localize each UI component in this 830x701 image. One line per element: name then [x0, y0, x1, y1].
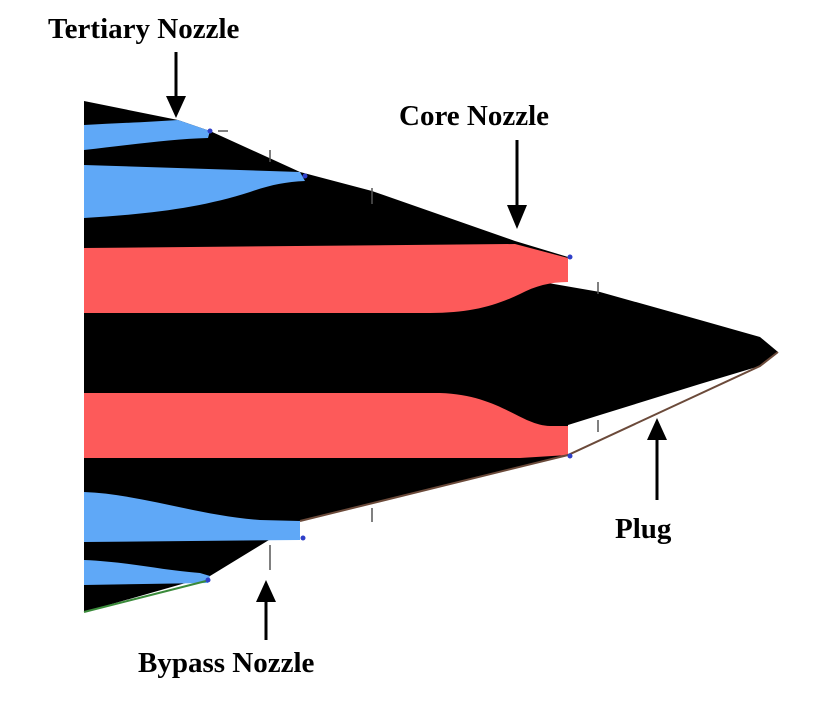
bypass-flow-upper	[84, 165, 305, 218]
nozzle-exit-markers	[205, 128, 573, 583]
tertiary-nozzle-label: Tertiary Nozzle	[48, 13, 240, 45]
plug-edge-line	[299, 351, 779, 522]
bypass-nozzle-label: Bypass Nozzle	[138, 647, 315, 679]
tertiary-flow-lower	[84, 560, 210, 585]
bypass-arrow	[256, 580, 276, 640]
plug-arrow	[647, 418, 667, 500]
core-flow-upper	[84, 244, 568, 313]
tertiary-arrow	[166, 52, 186, 118]
bottom-edge-line	[83, 579, 211, 613]
nozzle-body	[84, 101, 778, 612]
tick-marks	[218, 130, 599, 570]
core-flow-lower	[84, 393, 568, 458]
plug-label: Plug	[615, 513, 672, 545]
core-arrow	[507, 140, 527, 229]
callout-arrows	[166, 52, 667, 640]
core-nozzle-label: Core Nozzle	[399, 100, 549, 132]
tertiary-flow-upper	[84, 120, 210, 150]
bypass-flow-lower	[84, 492, 300, 542]
